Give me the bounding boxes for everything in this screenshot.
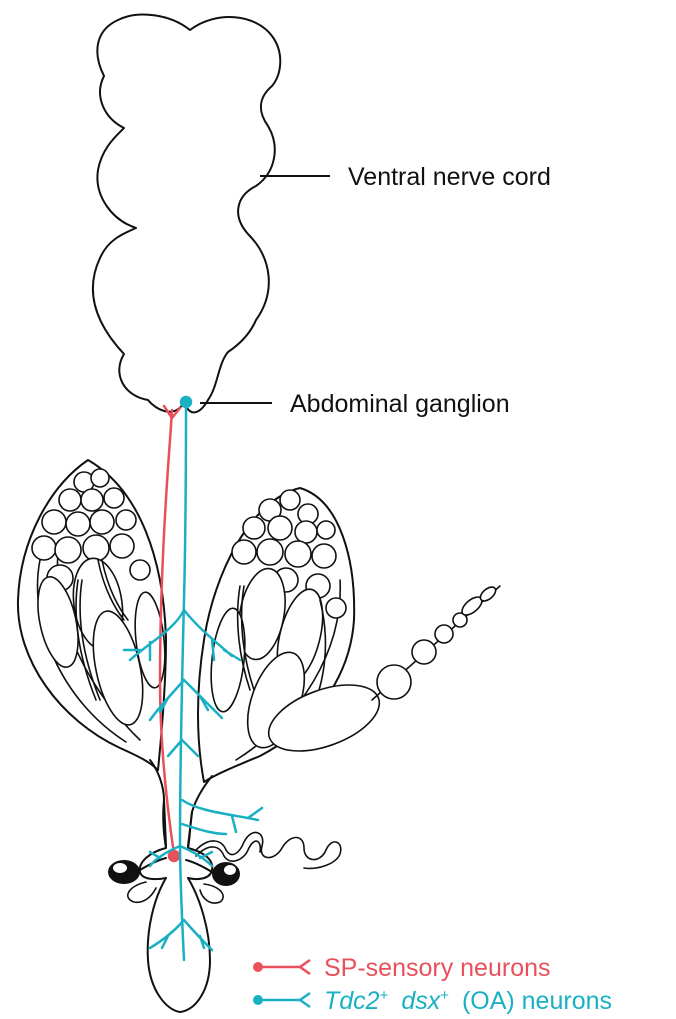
legend-gene-dsx: dsx	[401, 987, 441, 1015]
legend-sup-tdc2: +	[380, 987, 389, 1004]
ventral-nerve-cord-label: Ventral nerve cord	[348, 163, 551, 191]
legend-item-tdc2-dsx: Tdc2+ dsx+ (OA) neurons	[253, 987, 612, 1015]
legend-gene-tdc2: Tdc2	[324, 987, 380, 1015]
legend: SP-sensory neurons Tdc2+ dsx+ (OA) neuro…	[253, 954, 612, 1015]
legend-item-sp-sensory: SP-sensory neurons	[253, 954, 551, 982]
left-ovary	[18, 460, 169, 770]
abdominal-ganglion-label: Abdominal ganglion	[290, 390, 510, 418]
parovaria	[128, 882, 223, 903]
legend-label-sp-sensory: SP-sensory neurons	[324, 954, 551, 982]
legend-sup-dsx: +	[440, 987, 449, 1004]
legend-oa-suffix: (OA) neurons	[462, 987, 612, 1015]
ventral-nerve-cord-outline	[93, 15, 280, 413]
seminal-receptacle	[196, 832, 341, 868]
legend-label-tdc2-dsx: Tdc2+ dsx+ (OA) neurons	[324, 987, 612, 1015]
